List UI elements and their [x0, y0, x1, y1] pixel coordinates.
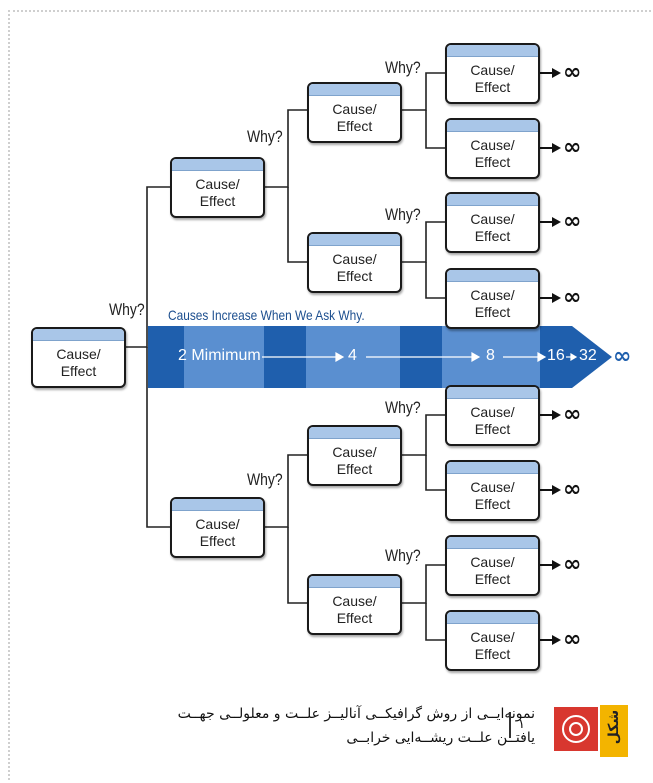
why-label-root: Why?: [109, 300, 145, 319]
cause-effect-box-l3-5: Cause/ Effect: [445, 385, 540, 446]
box-header: [447, 612, 538, 624]
box-label: Cause/ Effect: [332, 101, 377, 134]
cause-effect-box-l3-6: Cause/ Effect: [445, 460, 540, 521]
box-label: Cause/ Effect: [470, 211, 515, 244]
figure-number: ۱: [518, 717, 525, 732]
arrow-label-2: 2 Mimimum: [178, 347, 261, 364]
box-header: [309, 234, 400, 246]
cause-effect-box-l1-top: Cause/ Effect: [170, 157, 265, 218]
box-label: Cause/ Effect: [195, 176, 240, 209]
box-label: Cause/ Effect: [56, 346, 101, 379]
box-header: [447, 270, 538, 282]
cause-effect-box-l3-3: Cause/ Effect: [445, 192, 540, 253]
cause-effect-box-l2-2: Cause/ Effect: [307, 232, 402, 293]
arrow-label-16: 16: [547, 347, 565, 364]
target-logo-icon: [554, 707, 598, 751]
cause-effect-box-l2-4: Cause/ Effect: [307, 574, 402, 635]
caption-line-2: یافتــن علــت ریشــه‌ایی خرابــی: [346, 730, 535, 746]
cause-effect-box-l3-4: Cause/ Effect: [445, 268, 540, 329]
box-header: [172, 499, 263, 511]
infinity-symbol: ∞: [563, 135, 582, 160]
infinity-symbol: ∞: [563, 627, 582, 652]
cause-effect-box-l3-7: Cause/ Effect: [445, 535, 540, 596]
box-header: [447, 120, 538, 132]
box-label: Cause/ Effect: [332, 444, 377, 477]
infinity-symbol: ∞: [563, 285, 582, 310]
box-label: Cause/ Effect: [332, 593, 377, 626]
box-label: Cause/ Effect: [470, 479, 515, 512]
infinity-symbol: ∞: [563, 552, 582, 577]
cause-effect-box-root: Cause/ Effect: [31, 327, 126, 388]
box-label: Cause/ Effect: [470, 404, 515, 437]
page-frame: [8, 10, 651, 780]
tree-connectors: [125, 68, 612, 645]
box-header: [447, 537, 538, 549]
box-label: Cause/ Effect: [332, 251, 377, 284]
cause-effect-box-l3-1: Cause/ Effect: [445, 43, 540, 104]
cause-effect-box-l3-2: Cause/ Effect: [445, 118, 540, 179]
box-header: [172, 159, 263, 171]
box-label: Cause/ Effect: [470, 554, 515, 587]
arrow-label-8: 8: [486, 347, 495, 364]
why-label-upper: Why?: [247, 127, 283, 146]
causes-banner: [148, 326, 612, 388]
cause-effect-box-l2-3: Cause/ Effect: [307, 425, 402, 486]
banner-infinity: ∞: [613, 344, 632, 369]
box-header: [309, 427, 400, 439]
box-header: [309, 576, 400, 588]
infinity-symbol: ∞: [563, 60, 582, 85]
box-label: Cause/ Effect: [470, 629, 515, 662]
infinity-symbol: ∞: [563, 477, 582, 502]
figure-label-text: شکل: [606, 709, 622, 745]
box-label: Cause/ Effect: [470, 137, 515, 170]
figure-caption: نمونه‌ایــی از روش گرافیکــی آنالیــز عل…: [65, 702, 535, 750]
box-header: [447, 45, 538, 57]
why-label-lower: Why?: [247, 470, 283, 489]
cause-effect-box-l2-1: Cause/ Effect: [307, 82, 402, 143]
caption-line-1: نمونه‌ایــی از روش گرافیکــی آنالیــز عل…: [177, 706, 535, 722]
cause-effect-box-l3-8: Cause/ Effect: [445, 610, 540, 671]
box-header: [447, 387, 538, 399]
box-header: [33, 329, 124, 341]
why-label-2: Why?: [385, 205, 421, 224]
box-label: Cause/ Effect: [470, 287, 515, 320]
box-label: Cause/ Effect: [470, 62, 515, 95]
arrow-label-32: 32: [579, 347, 597, 364]
arrow-label-4: 4: [348, 347, 357, 364]
infinity-symbol: ∞: [563, 209, 582, 234]
why-label-1: Why?: [385, 58, 421, 77]
box-header: [447, 462, 538, 474]
cause-effect-box-l1-bottom: Cause/ Effect: [170, 497, 265, 558]
infinity-arrows: [539, 68, 561, 645]
box-header: [447, 194, 538, 206]
why-label-3: Why?: [385, 398, 421, 417]
figure-label-badge: شکل: [600, 705, 628, 757]
banner-title: Causes Increase When We Ask Why.: [168, 307, 365, 323]
why-label-4: Why?: [385, 546, 421, 565]
box-header: [309, 84, 400, 96]
box-label: Cause/ Effect: [195, 516, 240, 549]
caption-divider: [509, 712, 511, 738]
infinity-symbol: ∞: [563, 402, 582, 427]
